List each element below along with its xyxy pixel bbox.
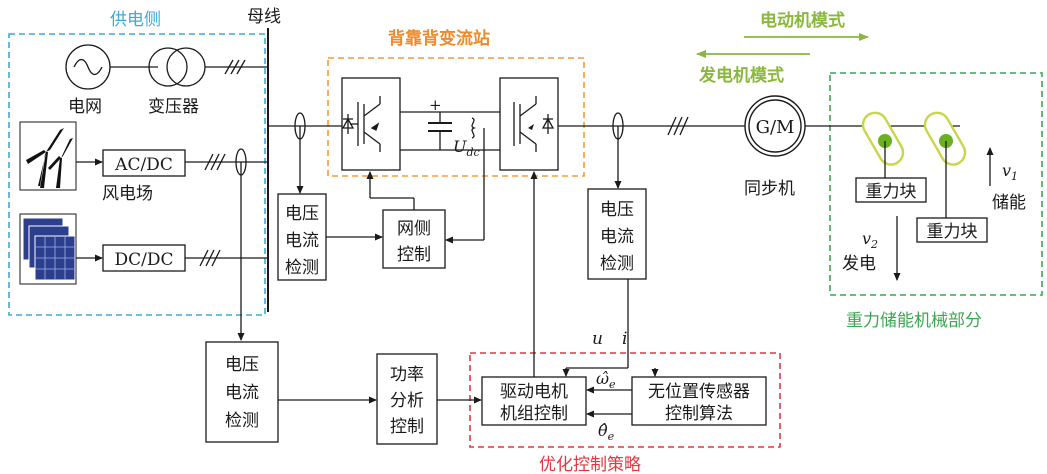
- solar-panel-icon: [19, 213, 77, 285]
- grid-control-block: [382, 209, 446, 269]
- ac-wave-icon: [73, 58, 103, 76]
- svg-text:分析: 分析: [390, 391, 424, 411]
- generator-mode-label: 发电机模式: [698, 65, 784, 86]
- omega-label: ω̂e: [596, 369, 616, 391]
- plus-sign: +: [429, 96, 442, 114]
- wind-farm-label: 风电场: [102, 184, 153, 204]
- theta-label: θ̂e: [598, 421, 615, 443]
- igbt-icon-left: [341, 96, 381, 152]
- motor-mode-label: 电动机模式: [760, 10, 845, 31]
- svg-text:机组控制: 机组控制: [500, 404, 568, 424]
- gravity-part-region: [829, 72, 1043, 296]
- u-signal-label: u: [592, 329, 603, 349]
- generation-label: 发电: [842, 254, 876, 274]
- svg-text:电压: 电压: [225, 355, 259, 375]
- bus-label: 母线: [247, 7, 281, 27]
- svg-text:控制: 控制: [397, 245, 431, 265]
- sync-machine-label: 同步机: [744, 179, 795, 199]
- svg-text:控制: 控制: [390, 417, 424, 437]
- drive-control-block: [481, 376, 587, 426]
- mass1-label: 重力块: [866, 182, 917, 202]
- acdc-converter: [102, 149, 186, 177]
- udc-label: Udc: [453, 137, 480, 159]
- mass2-label: 重力块: [927, 222, 978, 242]
- i-signal-label: i: [622, 329, 627, 349]
- dcdc-converter: [102, 244, 186, 272]
- v2-label: v2: [862, 229, 878, 251]
- svg-text:控制算法: 控制算法: [665, 404, 733, 424]
- grid-label: 电网: [68, 97, 102, 117]
- btb-station-region: [327, 57, 585, 177]
- supply-side-region: [8, 33, 266, 316]
- svg-text:检测: 检测: [225, 411, 259, 431]
- wind-turbine-icon: [19, 121, 77, 191]
- svg-text:电压: 电压: [600, 200, 634, 220]
- svg-text:检测: 检测: [285, 258, 319, 278]
- vi-detect-3-block: [205, 341, 279, 443]
- v1-label: v1: [1002, 161, 1018, 183]
- power-control-block: [376, 353, 438, 445]
- svg-text:电流: 电流: [225, 383, 259, 403]
- supply-side-title: 供电侧: [110, 10, 161, 30]
- transformer-icon: [148, 47, 188, 87]
- svg-text:电压: 电压: [285, 204, 319, 224]
- sensorless-algorithm-block: [631, 376, 767, 426]
- svg-text:检测: 检测: [600, 254, 634, 274]
- gravity-part-title: 重力储能机械部分: [846, 311, 982, 331]
- gravity-mass-1: [855, 177, 927, 203]
- opt-strategy-title: 优化控制策略: [539, 455, 641, 474]
- machine-side-converter: [499, 77, 559, 171]
- transformer-label: 变压器: [148, 97, 199, 117]
- svg-text:电流: 电流: [285, 231, 319, 251]
- gravity-mass-2: [916, 217, 988, 243]
- btb-station-title: 背靠背变流站: [388, 28, 490, 49]
- svg-text:无位置传感器: 无位置传感器: [648, 382, 750, 402]
- acdc-label: AC/DC: [114, 155, 173, 175]
- vi-detect-1-block: [277, 193, 327, 281]
- svg-text:驱动电机: 驱动电机: [500, 382, 568, 402]
- wind-turbine-blades: [26, 128, 73, 188]
- dcdc-label: DC/DC: [114, 250, 173, 270]
- svg-text:功率: 功率: [390, 365, 424, 385]
- svg-text:网侧: 网侧: [397, 219, 431, 239]
- vi-detect-2-block: [587, 188, 647, 280]
- igbt-icon-right: [513, 96, 555, 152]
- brace-mark: [471, 117, 477, 139]
- gm-label: G/M: [756, 117, 795, 138]
- three-phase-mark-1: [224, 59, 246, 75]
- gravity-rod-2: [923, 111, 967, 218]
- gravity-rod-1: [861, 111, 905, 178]
- svg-text:电流: 电流: [600, 227, 634, 247]
- dc-link-capacitor: [428, 112, 452, 150]
- storage-label: 储能: [992, 193, 1026, 213]
